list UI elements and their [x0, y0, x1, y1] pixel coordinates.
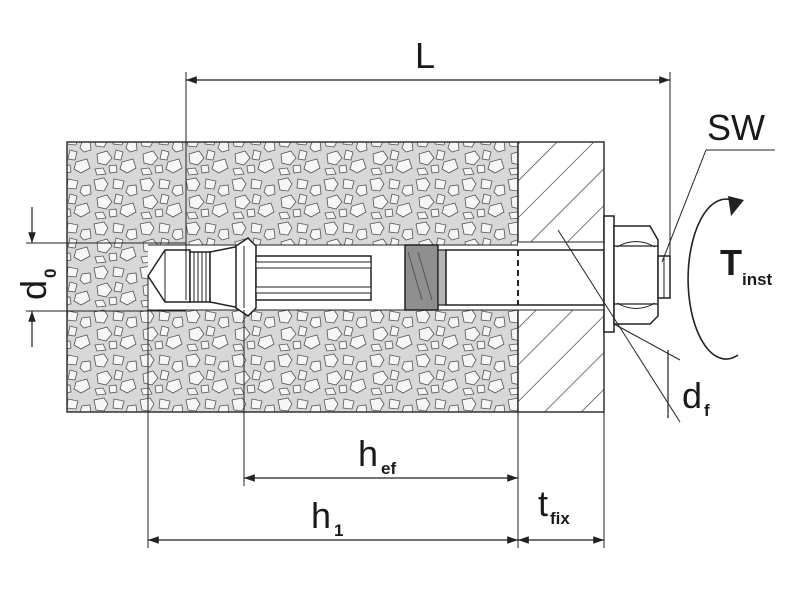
- label-df: d: [682, 375, 702, 416]
- anchor-bolt: [147, 215, 671, 333]
- label-SW: SW: [707, 107, 765, 148]
- extension-line-df-bottom: [557, 229, 681, 423]
- label-hef: h: [358, 433, 378, 474]
- label-hef-sub: ef: [381, 459, 396, 478]
- label-d0-sub: 0: [41, 269, 60, 278]
- label-tfix: t: [538, 483, 548, 524]
- label-tfix-sub: fix: [550, 509, 570, 528]
- collapse-ring: [404, 244, 439, 311]
- label-L: L: [415, 35, 435, 76]
- label-T: T: [720, 242, 742, 283]
- hex-head: [613, 225, 659, 325]
- torque-arrowhead: [728, 196, 744, 216]
- washer: [603, 215, 615, 333]
- label-T-sub: inst: [742, 270, 773, 289]
- torque-arrow: [687, 198, 739, 360]
- label-d0: d: [13, 280, 54, 300]
- label-df-sub: f: [704, 401, 710, 420]
- label-h1: h: [311, 495, 331, 536]
- label-h1-sub: 1: [334, 521, 343, 540]
- extension-line-df-top: [613, 323, 681, 361]
